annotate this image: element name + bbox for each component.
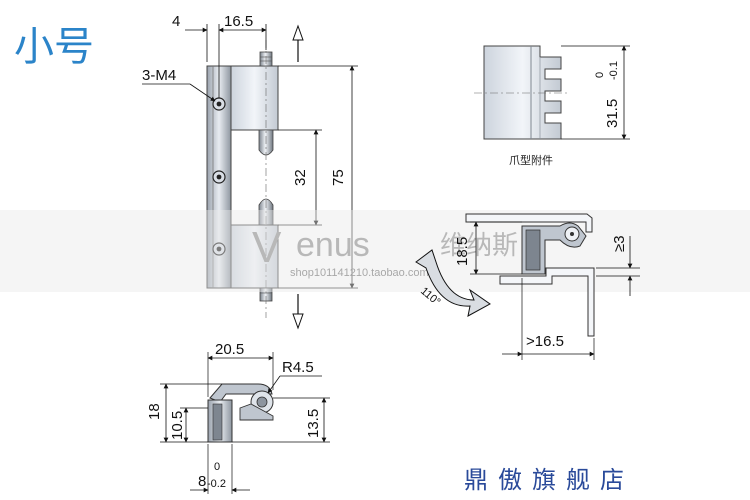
- install-dim-gap: ≥3: [611, 235, 628, 252]
- section-dim-radius: R4.5: [282, 359, 314, 376]
- section-dim-right-height: 13.5: [305, 409, 322, 438]
- shop-name: 鼎傲旗舰店: [464, 466, 634, 494]
- dim-pin-gap: 32: [292, 169, 309, 186]
- upper-knuckle: [230, 65, 279, 131]
- claw-tol-upper: 0: [594, 72, 606, 78]
- dim-offset-4: 4: [172, 13, 180, 30]
- section-tol-lower: -0.2: [207, 478, 226, 490]
- claw-part: [483, 45, 562, 140]
- section-view: R4.5 20.5 18 10.5 13.5 8 0 -0.2: [146, 341, 330, 494]
- claw-dim-height: 31.5: [604, 99, 621, 128]
- install-dim-width: >16.5: [526, 333, 564, 350]
- watermark-shop-url: shop101141210.taobao.com: [290, 267, 429, 279]
- section-dim-width: 20.5: [215, 341, 244, 358]
- watermark-brand-cn: 维纳斯: [440, 231, 518, 261]
- section-dim-total-height: 18: [146, 403, 163, 420]
- claw-view: 31.5 0 -0.1 爪型附件: [474, 45, 630, 167]
- dim-total-height: 75: [330, 169, 347, 186]
- down-arrow-icon: [292, 294, 304, 330]
- lower-knuckle: [230, 224, 279, 289]
- hole-callout: 3-M4: [142, 67, 176, 84]
- section-tol-upper: 0: [214, 461, 220, 473]
- watermark-brand: enus: [296, 226, 370, 264]
- section-leaf: [209, 383, 273, 403]
- install-dim-height: 18.5: [454, 237, 471, 266]
- install-view: 18.5 ≥3 >16.5 110°: [415, 213, 640, 360]
- page-title: 小号: [14, 24, 94, 70]
- watermark-brand-v: V: [252, 223, 282, 272]
- watermark-band: [0, 210, 750, 292]
- claw-tol-lower: -0.1: [608, 61, 620, 80]
- claw-caption: 爪型附件: [509, 153, 553, 167]
- section-dim-thickness: 8: [198, 473, 206, 490]
- rotation-arrow-icon: [415, 249, 491, 317]
- up-arrow-icon: [292, 24, 304, 62]
- watermark: V enus 维纳斯 shop101141210.taobao.com: [0, 210, 750, 292]
- section-dim-inner-height: 10.5: [169, 411, 186, 440]
- dim-width-16-5: 16.5: [224, 13, 253, 30]
- front-view: 4 16.5 3-M4 32 75: [142, 13, 358, 330]
